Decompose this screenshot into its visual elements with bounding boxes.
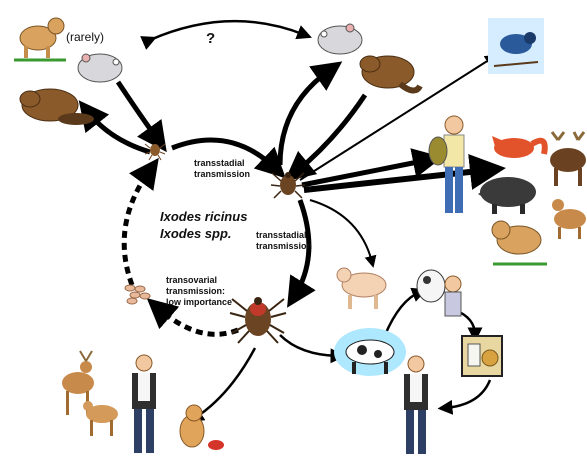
dog-icon [491, 220, 547, 266]
arrow-nymph-to-goat [309, 199, 377, 268]
transstadial-label-top-line2: transmission [194, 169, 251, 179]
moose-icon [550, 131, 586, 186]
species-name-1: Ixodes ricinus [160, 209, 248, 224]
transovarial-label-line3: low importance [166, 297, 233, 307]
transovarial-label: transovarial transmission: low importanc… [166, 275, 232, 308]
boar-icon [478, 177, 536, 214]
arrow-larva-to-nymph [171, 137, 286, 179]
hiker-icon [428, 115, 465, 213]
transstadial-label-right-line2: transmission [256, 241, 313, 251]
species-label: Ixodes ricinus Ixodes spp. [160, 208, 247, 242]
man-icon [404, 355, 428, 454]
transstadial-label-right-line1: transstadial [256, 230, 307, 240]
rodent-icon [317, 23, 363, 55]
nymph-tick-icon [270, 172, 306, 199]
cow-milking-icon [416, 269, 462, 317]
rarely-label: (rarely) [66, 30, 104, 44]
dog-icon [14, 17, 66, 62]
man-icon [132, 354, 156, 453]
arrow-nymph-to-bird [299, 54, 498, 181]
arrow-adult-to-dog [188, 347, 257, 423]
arrow-adult-to-eggs-dashed [146, 298, 239, 337]
arrow-nymph-to-rodent [277, 61, 343, 166]
arrow-cow-to-milking [383, 287, 427, 336]
arrow-products-to-man [437, 379, 492, 415]
question-mark-label: ? [206, 30, 216, 47]
goat-icon [336, 267, 387, 309]
dog-icon [179, 404, 224, 450]
arrow-question-link [140, 19, 312, 50]
transovarial-label-line1: transovarial [166, 275, 218, 285]
milk-products-icon [461, 335, 503, 377]
arrow-adult-to-cow [279, 334, 346, 364]
arrows [78, 19, 506, 423]
beaver-icon [19, 88, 94, 125]
transstadial-label-top-line1: transstadial [194, 158, 245, 168]
fox-icon [492, 136, 548, 158]
arrow-nymph-to-adult [287, 199, 316, 308]
adult-tick-icon [229, 297, 287, 344]
bird-icon [488, 18, 544, 74]
arrow-nymph-to-hiker [301, 148, 443, 188]
transstadial-label-top: transstadial transmission [194, 158, 250, 180]
arrow-rodent-to-larva [115, 80, 167, 153]
beaver-icon [359, 55, 423, 94]
transovarial-label-line2: transmission: [166, 286, 226, 296]
fawn-icon [83, 401, 118, 436]
arrow-eggs-to-larva-dashed [121, 157, 159, 286]
deer-icon [552, 199, 586, 239]
species-name-2: Ixodes spp. [160, 226, 232, 241]
cow-icon [334, 328, 406, 376]
rodent-icon [77, 53, 123, 83]
larva-tick-icon [144, 143, 166, 161]
eggs-icon [124, 284, 151, 305]
arrow-beaver-to-nymph [284, 93, 368, 182]
transstadial-label-right: transstadial transmission [256, 230, 312, 252]
